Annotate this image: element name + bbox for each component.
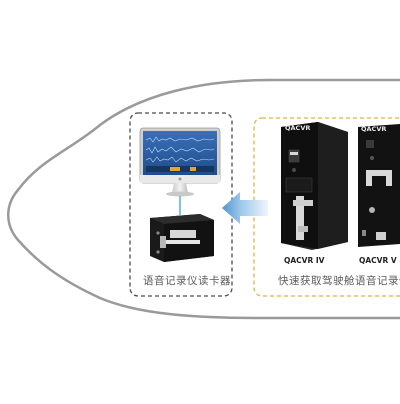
arrow-left-icon <box>222 192 268 224</box>
recorder-group-caption: 快速获取驾驶舱语音记录仪 <box>278 275 400 287</box>
monitor-icon <box>139 127 221 197</box>
recorder-2-model-label: QACVR V <box>359 256 397 265</box>
recorder-1-model-label: QACVR IV <box>284 256 325 265</box>
card-reader-device <box>150 214 214 262</box>
recorder-unit-2 <box>358 124 400 247</box>
recorder-2-brand: QACVR <box>361 125 387 133</box>
recorder-unit-1 <box>281 122 348 250</box>
recorder-1-brand: QACVR <box>285 124 311 132</box>
airframe-outline <box>7 78 400 320</box>
reader-group-caption: 语音记录仪读卡器 <box>143 275 231 287</box>
reader-group-box <box>129 112 233 297</box>
